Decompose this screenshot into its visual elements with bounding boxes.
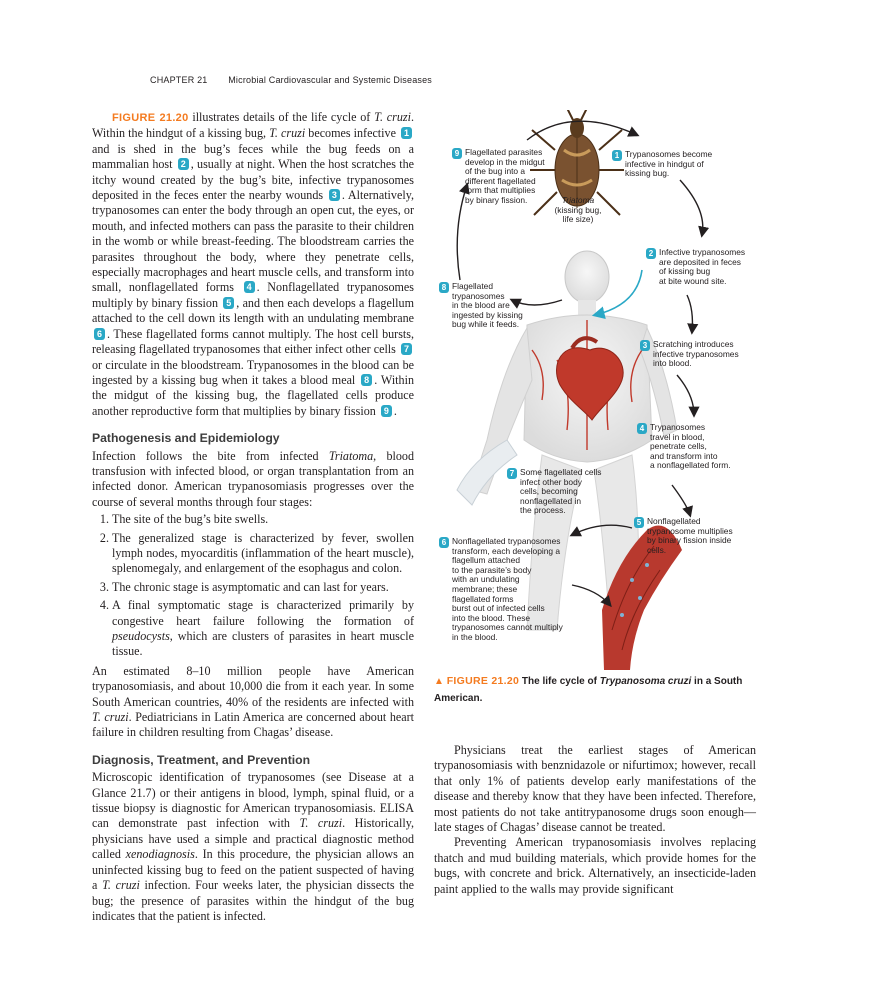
step-badge: 5 — [634, 517, 644, 528]
list-item: The generalized stage is characterized b… — [112, 531, 414, 577]
list-item: A final symptomatic stage is characteriz… — [112, 598, 414, 660]
diagnosis-paragraph: Microscopic identification of trypanosom… — [92, 770, 414, 923]
step-badge: 9 — [452, 148, 462, 159]
caption-figure-number: FIGURE 21.20 — [446, 675, 520, 687]
cycle-arrow — [569, 524, 633, 537]
step-badge: 3 — [328, 189, 340, 202]
kissing-bug-illustration — [530, 110, 624, 216]
step-badge: 1 — [612, 150, 622, 161]
parasite-cells-illustration — [456, 439, 518, 506]
lifecycle-illustration — [456, 110, 710, 670]
list-item: The site of the bug’s bite swells. — [112, 512, 414, 527]
infection-arrow — [591, 269, 643, 319]
pathogenesis-paragraph: Infection follows the bite from infected… — [92, 448, 414, 509]
blood-vessel-illustration — [602, 525, 682, 670]
cycle-arrow — [509, 298, 563, 309]
step-badge: 4 — [637, 423, 647, 434]
stages-list: The site of the bug’s bite swells. The g… — [92, 512, 414, 660]
step-badge: 2 — [646, 248, 656, 259]
lifecycle-paragraph: FIGURE 21.20 illustrates details of the … — [92, 110, 415, 418]
step-badge: 3 — [640, 340, 650, 351]
cycle-arrow — [456, 182, 470, 281]
step-badge: 5 — [223, 296, 235, 309]
prevention-paragraph: Preventing American trypanosomiasis invo… — [434, 835, 756, 896]
section-heading-pathogenesis: Pathogenesis and Epidemiology — [92, 431, 280, 446]
list-item: The chronic stage is asymptomatic and ca… — [112, 580, 414, 595]
step-badge: 8 — [361, 373, 373, 386]
figure-reference[interactable]: FIGURE 21.20 — [112, 112, 189, 124]
chapter-title: Microbial Cardiovascular and Systemic Di… — [228, 75, 433, 85]
step-badge: 8 — [439, 282, 449, 293]
step-badge: 6 — [439, 537, 449, 548]
step-badge: 9 — [380, 404, 392, 417]
left-column: FIGURE 21.20 illustrates details of the … — [92, 110, 414, 924]
step-badge: 4 — [243, 281, 255, 294]
cycle-arrow — [676, 374, 700, 418]
running-header: CHAPTER 21 Microbial Cardiovascular and … — [150, 75, 432, 85]
step-badge: 1 — [401, 127, 413, 140]
cycle-arrow — [671, 484, 693, 518]
epidemiology-paragraph: An estimated 8–10 million people have Am… — [92, 663, 414, 740]
step-badge: 6 — [94, 327, 105, 340]
triatoma-label: Triatoma (kissing bug, life size) — [554, 195, 602, 225]
right-column: Physicians treat the earliest stages of … — [434, 743, 756, 897]
treatment-paragraph: Physicians treat the earliest stages of … — [434, 743, 756, 835]
cycle-arrow — [686, 294, 699, 335]
section-heading-diagnosis: Diagnosis, Treatment, and Prevention — [92, 752, 311, 767]
cycle-arrow — [679, 179, 710, 238]
cycle-arrow — [526, 120, 640, 141]
figure-caption: ▲ FIGURE 21.20 The life cycle of Trypano… — [434, 675, 743, 704]
cycle-arrow — [571, 584, 612, 608]
step-badge: 7 — [401, 343, 412, 356]
chapter-label: CHAPTER 21 — [150, 75, 208, 85]
triangle-icon: ▲ — [434, 676, 444, 687]
step-badge: 2 — [177, 158, 189, 171]
step-badge: 7 — [507, 468, 517, 479]
